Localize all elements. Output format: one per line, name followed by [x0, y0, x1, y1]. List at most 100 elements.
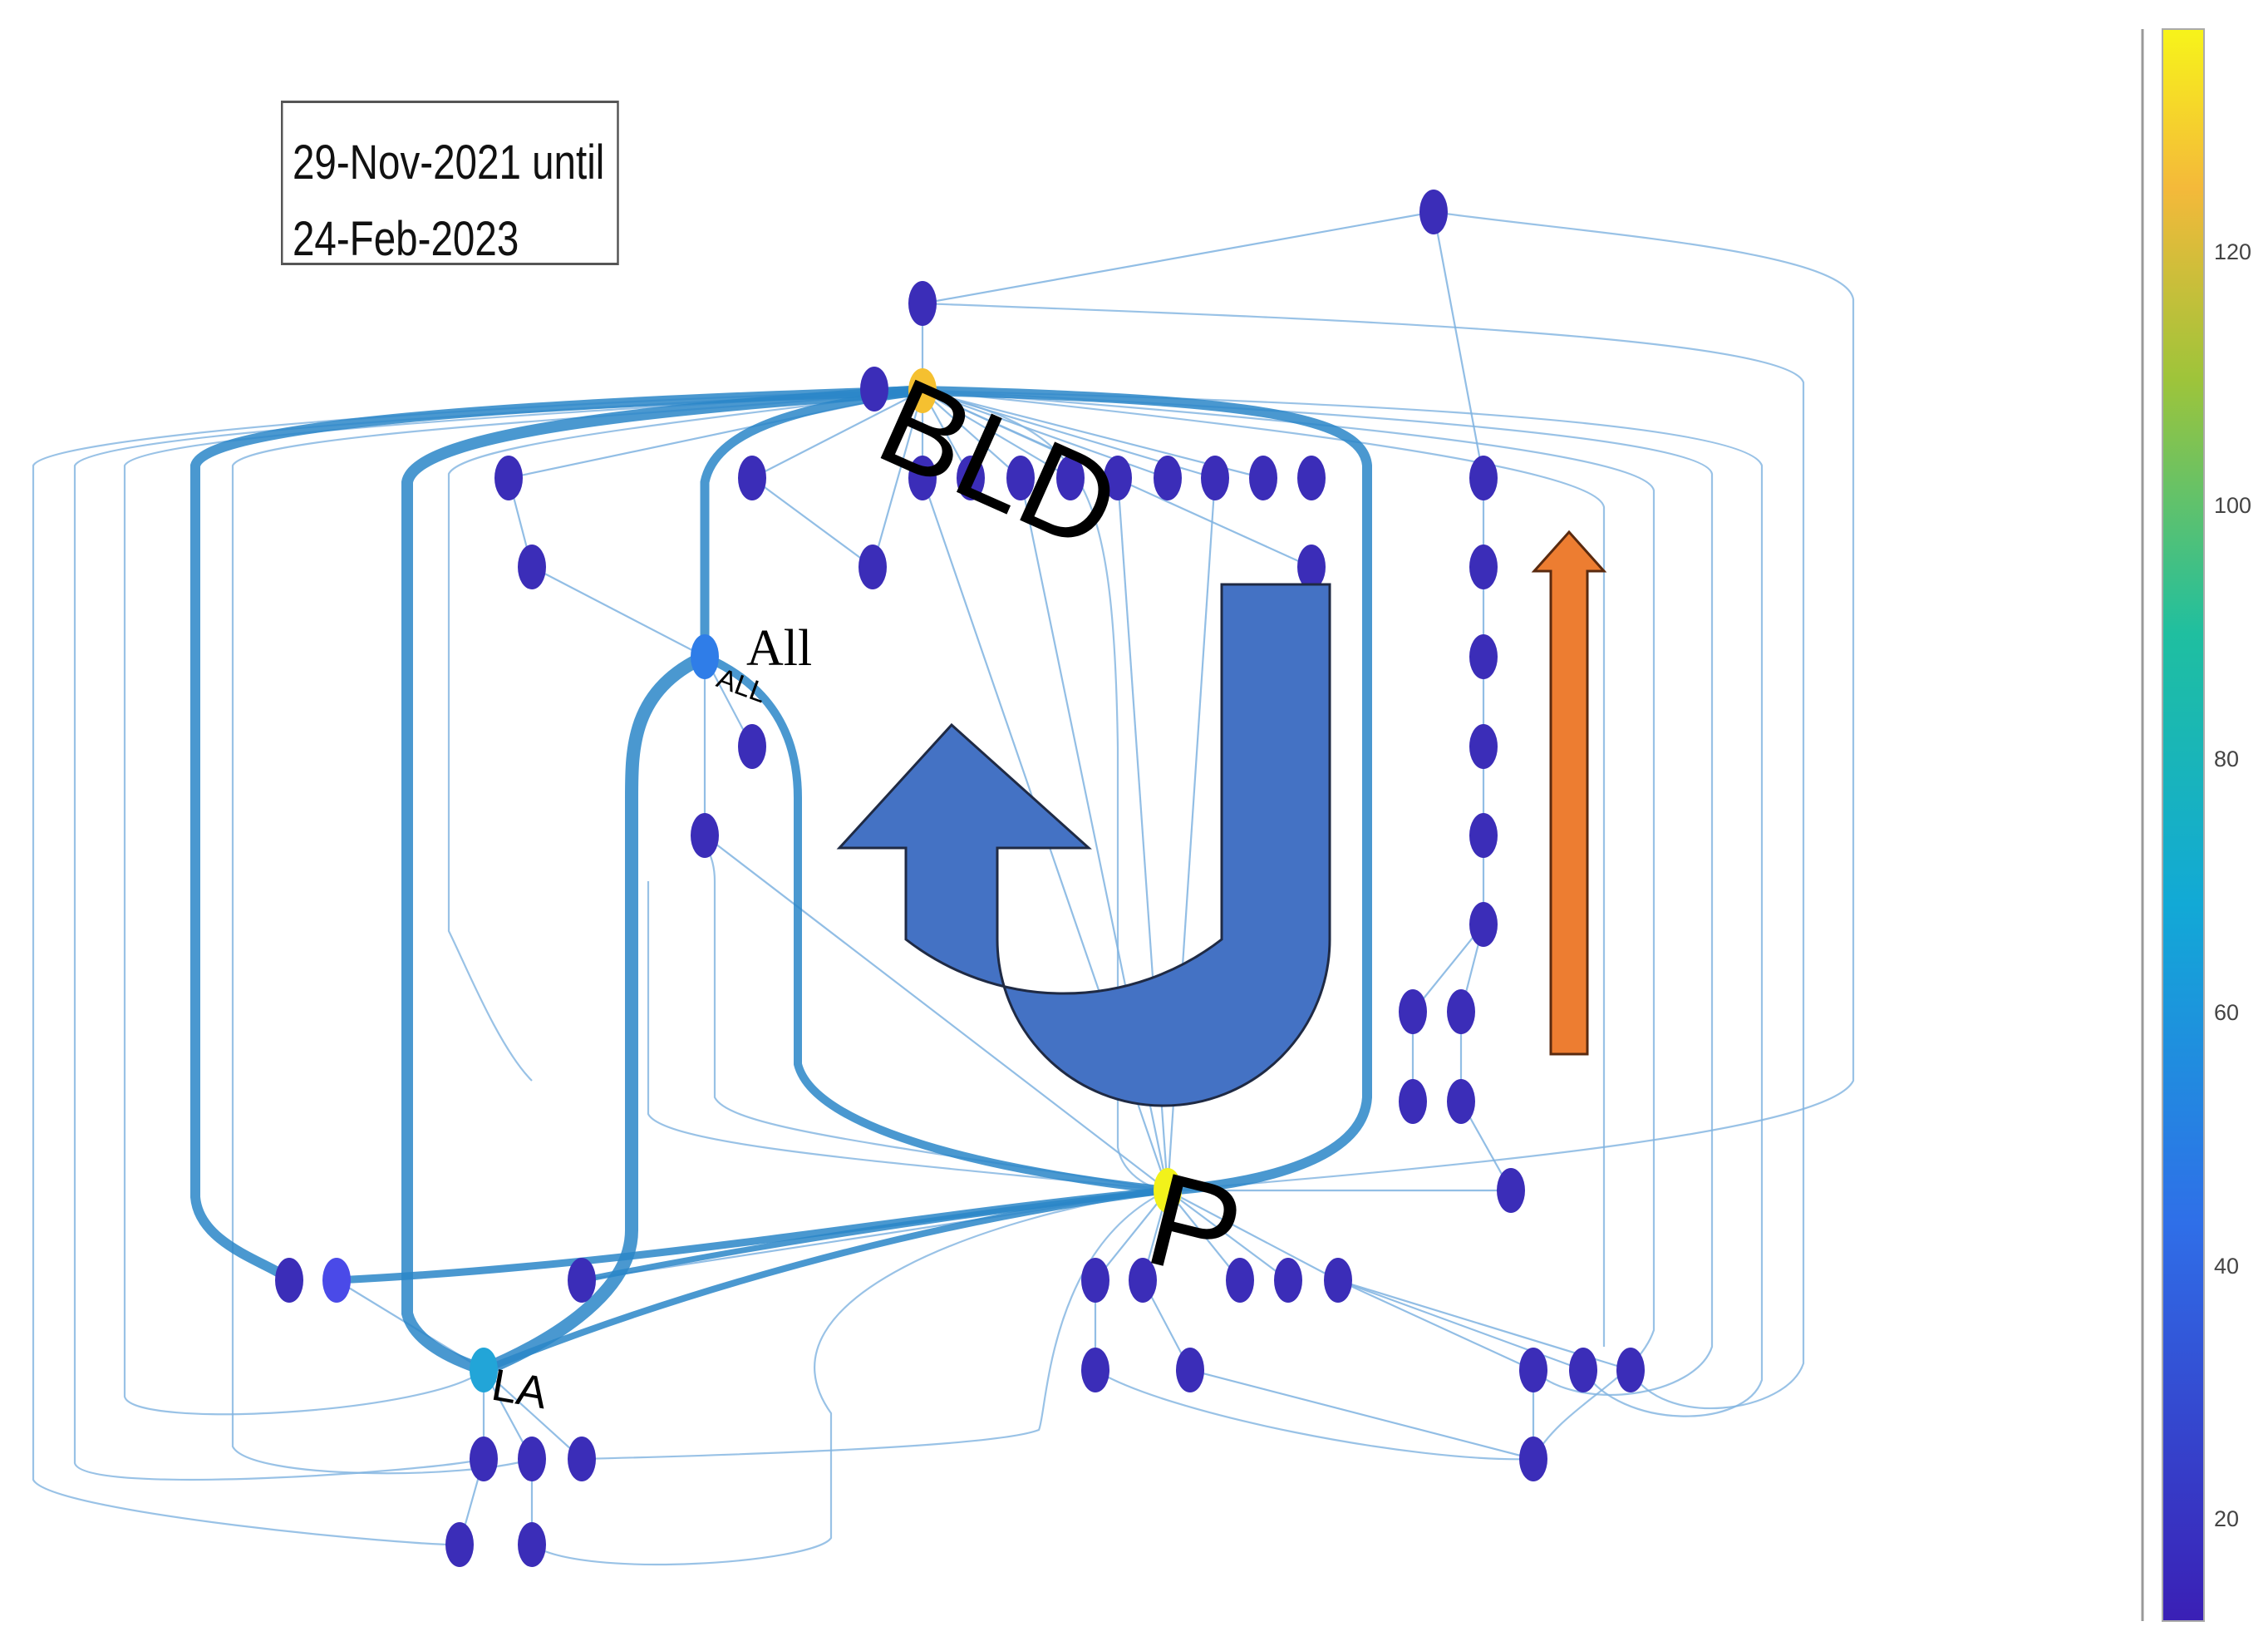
heavy-edge-0: [190, 386, 923, 1284]
node-r1j: [1249, 456, 1277, 500]
node-p6: [1081, 1348, 1109, 1392]
node-p: [1154, 1168, 1182, 1213]
heavy-edge-5: [922, 386, 1372, 1195]
la-node-label: LA: [488, 1359, 551, 1419]
edge-p-p5: [1167, 1190, 1339, 1281]
node-b2: [322, 1258, 351, 1303]
loop-edge-11: [922, 389, 1168, 1192]
node-la: [470, 1348, 498, 1392]
node-r1i: [1201, 456, 1229, 500]
edge-p-p3: [1167, 1190, 1241, 1281]
all-node-label: All: [746, 620, 813, 677]
node-bld0: [908, 281, 937, 326]
edge-c4-c5a: [1412, 924, 1484, 1013]
node-l3: [568, 1437, 596, 1481]
date-range-start: 29-Nov-2021 until: [292, 136, 605, 190]
heavy-edge-8: [581, 1187, 1168, 1284]
node-r1h: [1154, 456, 1182, 500]
node-q3: [1616, 1348, 1645, 1392]
node-c1: [1469, 634, 1498, 679]
u-turn-arrow: [836, 583, 1331, 1107]
edge-bld-r1f: [922, 390, 1071, 479]
node-b3: [568, 1258, 596, 1303]
edge-top-bld0: [922, 210, 1434, 305]
node-r1l: [1469, 456, 1498, 500]
node-n3b: [691, 813, 719, 858]
edge-p-n3b: [704, 835, 1168, 1191]
node-c7: [1497, 1168, 1525, 1213]
node-bld: [908, 368, 937, 413]
node-r1g: [1104, 456, 1132, 500]
colorbar-tick-20: 20: [2214, 1506, 2240, 1531]
edge-p5-q2: [1337, 1279, 1584, 1372]
node-c4: [1469, 902, 1498, 947]
edge-p7-q4: [1189, 1368, 1534, 1461]
node-r1e: [1006, 456, 1035, 500]
upward-arrow: [1531, 530, 1607, 1056]
loop-edge-4: [447, 389, 923, 1082]
node-r1b: [738, 456, 766, 500]
colorbar-tick-120: 120: [2214, 239, 2252, 264]
node-p2: [1129, 1258, 1157, 1303]
node-r1d: [957, 456, 985, 500]
node-n3a: [738, 724, 766, 769]
heavy-edge-3: [480, 650, 708, 1377]
date-range-box: 29-Nov-2021 until 24-Feb-2023: [281, 101, 619, 266]
node-r1k: [1297, 456, 1326, 500]
edge-p-p4: [1167, 1190, 1289, 1281]
edge-la-l3: [483, 1369, 583, 1460]
heavy-edge-7: [482, 1187, 1168, 1373]
loop-edge-10: [922, 389, 1606, 1347]
node-l1: [470, 1437, 498, 1481]
loop-edge-9: [922, 389, 1655, 1460]
node-n2d: [1469, 545, 1498, 589]
node-c6a: [1399, 1079, 1427, 1124]
edge-p-p1: [1095, 1190, 1168, 1281]
node-layer: [275, 190, 1645, 1567]
heavy-edge-layer: [190, 385, 1372, 1377]
node-p7: [1176, 1348, 1204, 1392]
node-b1: [275, 1258, 303, 1303]
loop-edge-5: [1167, 210, 1855, 1192]
loop-edge-15: [1095, 1369, 1534, 1461]
node-l5: [518, 1522, 546, 1567]
node-l4: [445, 1522, 474, 1567]
date-range-end: 24-Feb-2023: [292, 212, 519, 266]
loop-edge-14: [531, 1189, 1168, 1566]
edge-r1b-n2b: [751, 477, 873, 568]
heavy-edge-4: [703, 653, 1168, 1195]
node-c6b: [1447, 1079, 1475, 1124]
heavy-edge-1: [401, 385, 923, 1376]
edge-p5-q1: [1337, 1279, 1534, 1371]
node-n2b: [858, 545, 887, 589]
colorbar-tick-60: 60: [2214, 1000, 2240, 1025]
edge-bld-r1e: [922, 390, 1021, 479]
node-p5: [1324, 1258, 1352, 1303]
edge-n2a-all: [531, 566, 706, 658]
node-q1: [1519, 1348, 1547, 1392]
node-top: [1419, 190, 1448, 234]
edge-bld-r1b: [751, 390, 923, 479]
node-p4: [1274, 1258, 1302, 1303]
loop-edge-16: [581, 1190, 1168, 1461]
node-p1: [1081, 1258, 1109, 1303]
node-q4: [1519, 1437, 1547, 1481]
node-c5a: [1399, 989, 1427, 1034]
colorbar-tick-100: 100: [2214, 493, 2252, 518]
edge-top-r1l: [1432, 211, 1485, 479]
node-p3: [1226, 1258, 1254, 1303]
node-l2: [518, 1437, 546, 1481]
node-q2: [1569, 1348, 1597, 1392]
loop-edge-6: [922, 302, 1805, 1410]
colorbar: [2162, 28, 2205, 1622]
node-n2c: [1297, 545, 1326, 589]
node-all: [691, 634, 719, 679]
node-c3: [1469, 813, 1498, 858]
node-c5b: [1447, 989, 1475, 1034]
node-bldL: [860, 367, 888, 412]
colorbar-tick-80: 80: [2214, 747, 2240, 771]
node-n2a: [518, 545, 546, 589]
edge-bld-n2b: [871, 390, 924, 568]
